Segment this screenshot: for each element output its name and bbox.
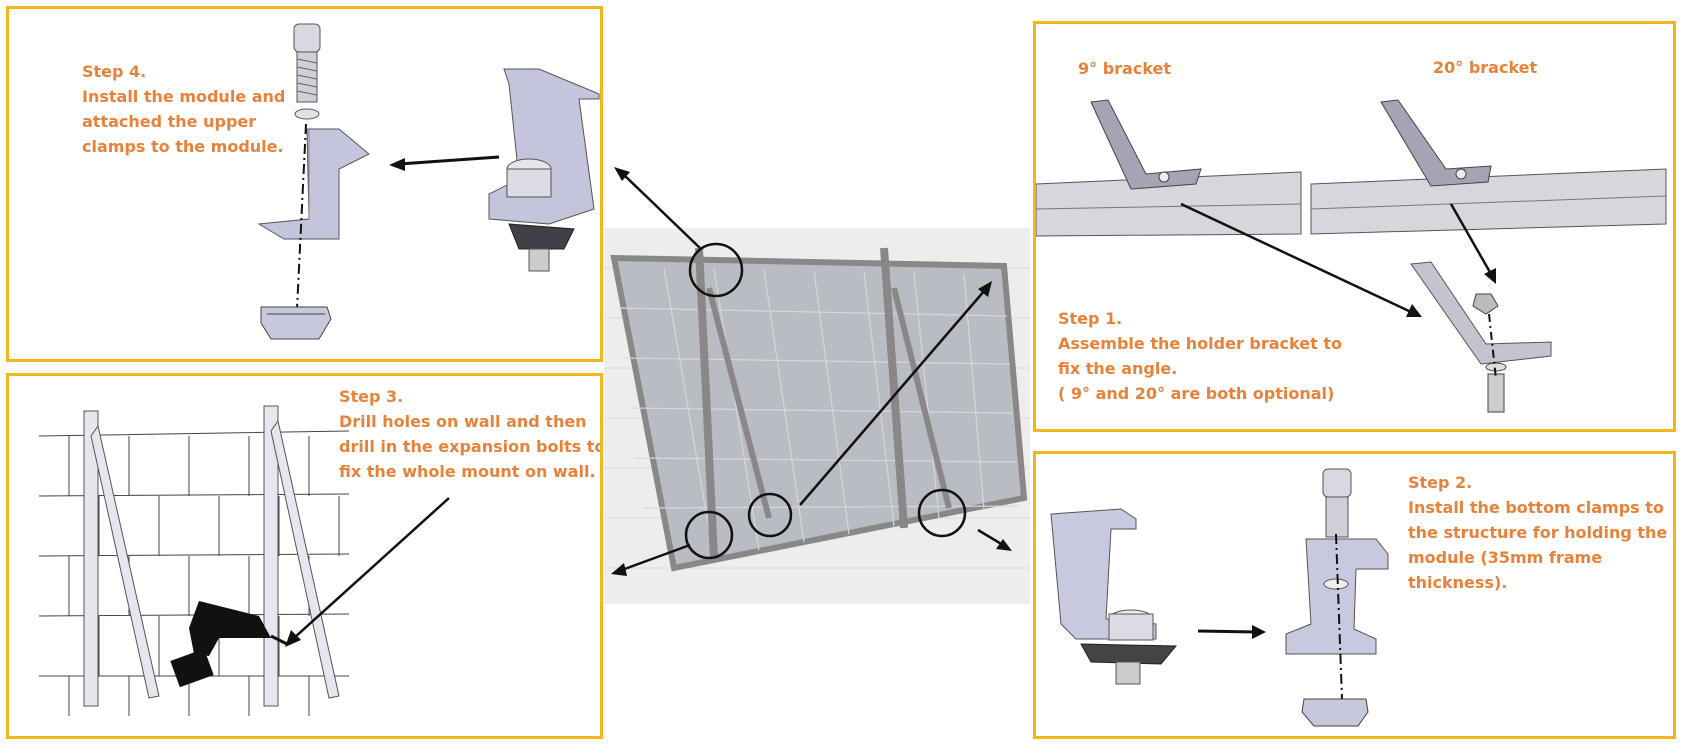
upper-clamp-illustration [257,128,370,240]
step1-illustration [1036,99,1667,413]
step1-line-3: ( 9° and 20° are both optional) [1058,384,1335,403]
step3-panel: Step 3. Drill holes on wall and then dri… [6,373,603,739]
step2-line-2: the structure for holding the [1408,523,1668,542]
step3-line-3: fix the whole mount on wall. [339,462,596,481]
step2-line-4: thickness). [1408,573,1508,592]
bolt-illustration [293,23,321,120]
highlight-circle-bottom-left [684,510,734,560]
step3-text: Step 3. Drill holes on wall and then dri… [339,384,603,484]
step3-heading: Step 3. [339,387,404,406]
bracket-20-label: 20° bracket [1433,58,1538,77]
step3-illustration [38,405,450,716]
step4-line-2: attached the upper [82,112,257,131]
bracket-detail-illustration [1410,261,1552,413]
highlight-circle-middle [747,492,793,538]
bottom-clamp-illustration [1050,508,1178,685]
step2-illustration [1050,468,1389,727]
bracket-20-illustration [1310,99,1667,235]
step3-line-2: drill in the expansion bolts to [339,437,603,456]
drill-illustration [170,601,288,688]
step1-text: Step 1. Assemble the holder bracket to f… [1058,306,1342,406]
step1-panel: 9° bracket 20° bracket Step 1. Assemble … [1033,21,1676,432]
highlight-circle-top [688,242,744,298]
step2-panel: Step 2. Install the bottom clamps to the… [1033,451,1676,739]
bracket-9-label: 9° bracket [1078,59,1172,78]
step1-line-2: fix the angle. [1058,359,1178,378]
clamp-exploded-illustration [1285,468,1389,727]
step2-line-3: module (35mm frame [1408,548,1603,567]
t-nut-illustration [260,306,332,340]
step4-text: Step 4. Install the module and attached … [82,59,285,159]
solar-panel-photo [604,228,1030,604]
step2-line-1: Install the bottom clamps to [1408,498,1664,517]
brick-wall-illustration [38,430,350,716]
solar-panel-illustration [604,228,1030,604]
step2-text: Step 2. Install the bottom clamps to the… [1408,470,1667,595]
step4-panel: Step 4. Install the module and attached … [6,6,603,362]
rail-illustration [83,405,340,707]
step4-heading: Step 4. [82,62,147,81]
step2-heading: Step 2. [1408,473,1473,492]
bracket-9-illustration [1036,99,1302,237]
step1-heading: Step 1. [1058,309,1123,328]
assembled-clamp-illustration [488,68,600,272]
step4-illustration [257,23,600,340]
step4-line-1: Install the module and [82,87,286,106]
step4-line-3: clamps to the module. [82,137,284,156]
step3-line-1: Drill holes on wall and then [339,412,587,431]
step1-line-1: Assemble the holder bracket to [1058,334,1342,353]
